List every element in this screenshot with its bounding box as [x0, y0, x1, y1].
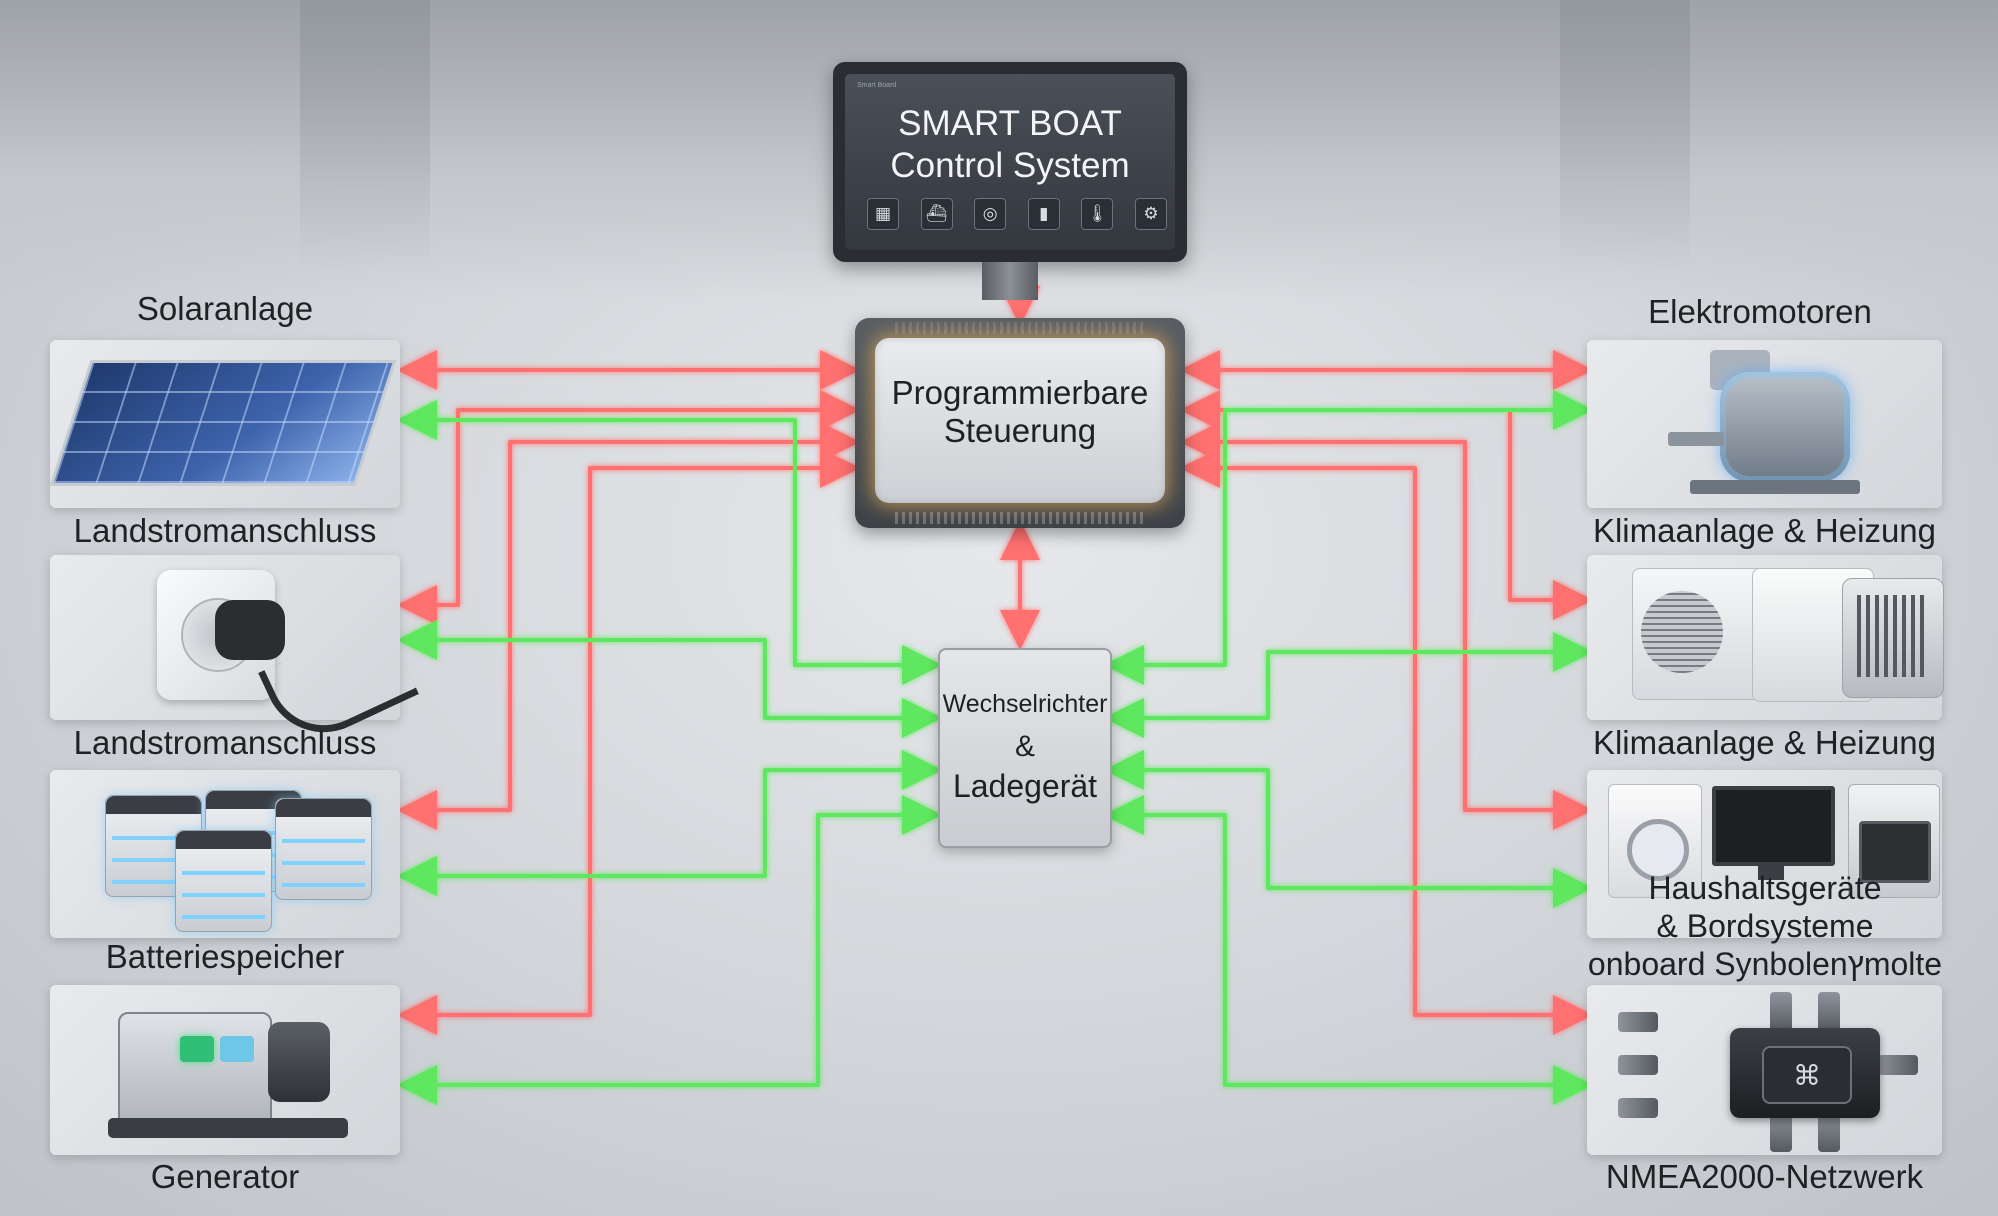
nmea-connector	[1618, 1055, 1658, 1075]
label-row1-left: Landstromanschluss	[73, 512, 377, 549]
tv-icon	[1712, 786, 1835, 866]
monitor-title-line1: SMART BOAT	[898, 104, 1122, 143]
stove-icon	[1848, 784, 1940, 898]
network-icon: ⌘	[1762, 1046, 1852, 1104]
plug-icon	[215, 600, 285, 660]
nmea-hub-icon: ⌘	[1730, 1028, 1880, 1118]
monitor-screen	[845, 74, 1175, 250]
grid-icon[interactable]: ▦	[867, 198, 899, 230]
label-row3-right-line3: onboard Synbolenץmolte	[1587, 946, 1943, 982]
label-motors: Elektromotoren	[1648, 293, 1872, 330]
washing-machine-icon	[1608, 784, 1702, 898]
ac-outdoor-unit-icon	[1632, 568, 1764, 700]
generator-motor-icon	[268, 1022, 330, 1102]
label-row1-right: Klimaanlage & Heizung	[1592, 512, 1937, 549]
boat-icon[interactable]: ⛴	[920, 198, 953, 230]
controller-pins-top	[895, 322, 1145, 334]
nmea-connector	[1618, 1098, 1658, 1118]
label-solar: Solaranlage	[136, 290, 314, 327]
inverter-label-line3: Ladegerät	[952, 768, 1098, 804]
background-pillar-right	[1560, 0, 1690, 270]
nmea-connector	[1770, 1112, 1792, 1152]
generator-icon	[118, 1012, 272, 1131]
nmea-connector	[1818, 1112, 1840, 1152]
controller-label-line1: Programmierbare	[891, 374, 1149, 411]
compass-icon[interactable]: ◎	[974, 198, 1007, 230]
nmea-connector	[1618, 1012, 1658, 1032]
motor-shaft	[1668, 432, 1724, 446]
label-row3-right-line1: Haushaltsgeräte	[1648, 870, 1882, 906]
inverter-label-line2: &	[1014, 730, 1035, 763]
nmea-connector	[1818, 992, 1840, 1032]
inverter-charger: Wechselrichter & Ladegerät	[938, 648, 1112, 848]
nmea-connector	[1770, 992, 1792, 1032]
inverter-label-line1: Wechselrichter	[942, 690, 1108, 718]
solar-panel-icon	[49, 360, 397, 486]
heater-icon	[1842, 578, 1944, 698]
controller-face	[875, 338, 1165, 503]
label-row2-left: Landstromanschluss	[73, 724, 377, 761]
battery-cell-icon	[275, 798, 372, 900]
thermometer-icon[interactable]: 🌡	[1081, 198, 1114, 230]
label-row2-right: Klimaanlage & Heizung	[1592, 724, 1937, 761]
label-row4-left: Generator	[150, 1158, 300, 1195]
programmable-controller: Programmierbare Steuerung	[855, 318, 1185, 528]
controller-label-line2: Steuerung	[943, 412, 1097, 449]
controller-pins-bottom	[895, 512, 1145, 524]
background-pillar-left	[300, 0, 430, 270]
gear-icon[interactable]: ⚙	[1134, 198, 1167, 230]
nmea-connector	[1878, 1055, 1918, 1075]
battery-icon[interactable]: ▮	[1027, 198, 1060, 230]
label-row3-left: Batteriespeicher	[105, 938, 345, 975]
label-row4-right: NMEA2000-Netzwerk	[1605, 1158, 1924, 1195]
electric-motor-icon	[1720, 372, 1850, 482]
monitor-stand	[982, 262, 1038, 300]
monitor-statusbar: Smart Board	[857, 82, 897, 89]
motor-base	[1690, 480, 1860, 494]
monitor-icon-row: ▦ ⛴ ◎ ▮ 🌡 ⚙	[867, 198, 1167, 230]
monitor-title-line2: Control System	[890, 146, 1130, 185]
label-row3-right-line2: & Bordsysteme	[1656, 908, 1874, 944]
tv-stand	[1758, 862, 1784, 880]
control-monitor: Smart Board SMART BOAT Control System ▦ …	[833, 62, 1187, 262]
generator-base	[108, 1118, 348, 1138]
battery-cell-icon	[175, 830, 272, 932]
